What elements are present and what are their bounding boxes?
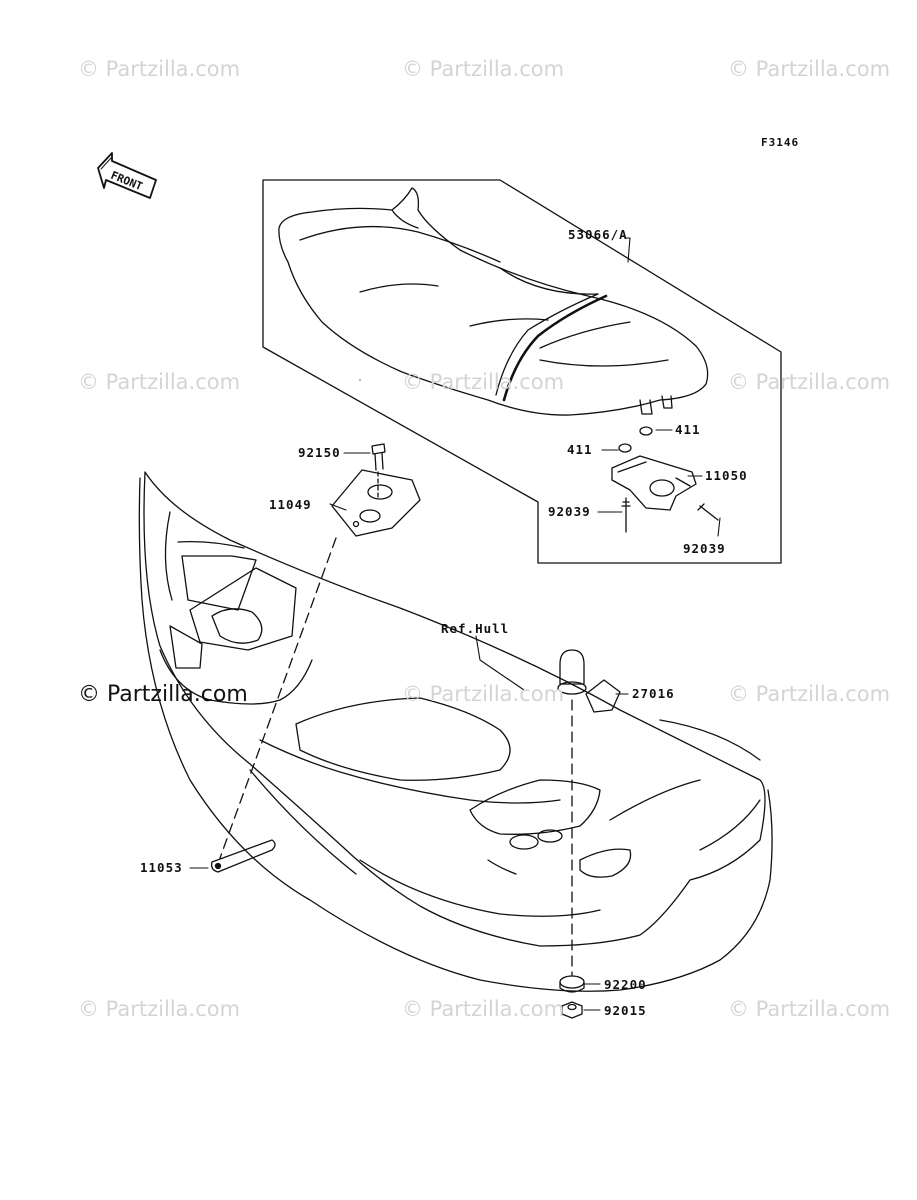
washer-92200 <box>559 975 585 993</box>
watermark: © Partzilla.com <box>78 370 241 394</box>
callout-411-left[interactable]: 411 <box>567 442 593 457</box>
callout-92039-left[interactable]: 92039 <box>548 504 591 519</box>
rivet-92039-right <box>697 503 719 521</box>
callout-411-top[interactable]: 411 <box>675 422 701 437</box>
figure-code: F3146 <box>761 136 800 149</box>
front-arrow-icon: FRONT <box>97 152 157 199</box>
callout-92200[interactable]: 92200 <box>604 977 647 992</box>
seat-assembly-frame <box>262 179 782 564</box>
watermark: © Partzilla.com <box>728 57 891 81</box>
callout-92039-right[interactable]: 92039 <box>683 541 726 556</box>
washer-411-top <box>639 426 653 436</box>
part-27016 <box>557 649 621 713</box>
rivet-92039-left <box>621 497 631 533</box>
watermark: © Partzilla.com <box>402 682 565 706</box>
watermark: © Partzilla.com <box>728 997 891 1021</box>
hull <box>138 379 773 992</box>
callout-92015[interactable]: 92015 <box>604 1003 647 1018</box>
mount-line-hull <box>219 537 337 859</box>
watermark: © Partzilla.com <box>402 997 565 1021</box>
watermark: © Partzilla.com <box>78 57 241 81</box>
bracket-11049 <box>331 469 421 537</box>
watermark: © Partzilla.com <box>402 57 565 81</box>
bolt-92150 <box>371 443 386 471</box>
watermark: © Partzilla.com <box>402 370 565 394</box>
callout-ref-hull[interactable]: Ref.Hull <box>441 621 510 636</box>
washer-411-left <box>618 443 632 453</box>
watermark-bold: © Partzilla.com <box>78 682 248 707</box>
watermark: © Partzilla.com <box>728 370 891 394</box>
bracket-11050 <box>611 455 697 511</box>
callout-92150[interactable]: 92150 <box>298 445 341 460</box>
callout-53066[interactable]: 53066/A <box>568 227 628 242</box>
leader-lines <box>189 237 721 1011</box>
seat <box>278 187 709 416</box>
watermark: © Partzilla.com <box>78 997 241 1021</box>
nut-92015 <box>561 1001 583 1019</box>
callout-27016[interactable]: 27016 <box>632 686 675 701</box>
callout-11050[interactable]: 11050 <box>705 468 748 483</box>
watermark: © Partzilla.com <box>728 682 891 706</box>
callout-11053[interactable]: 11053 <box>140 860 183 875</box>
plate-11053 <box>210 839 276 873</box>
callout-11049[interactable]: 11049 <box>269 497 312 512</box>
